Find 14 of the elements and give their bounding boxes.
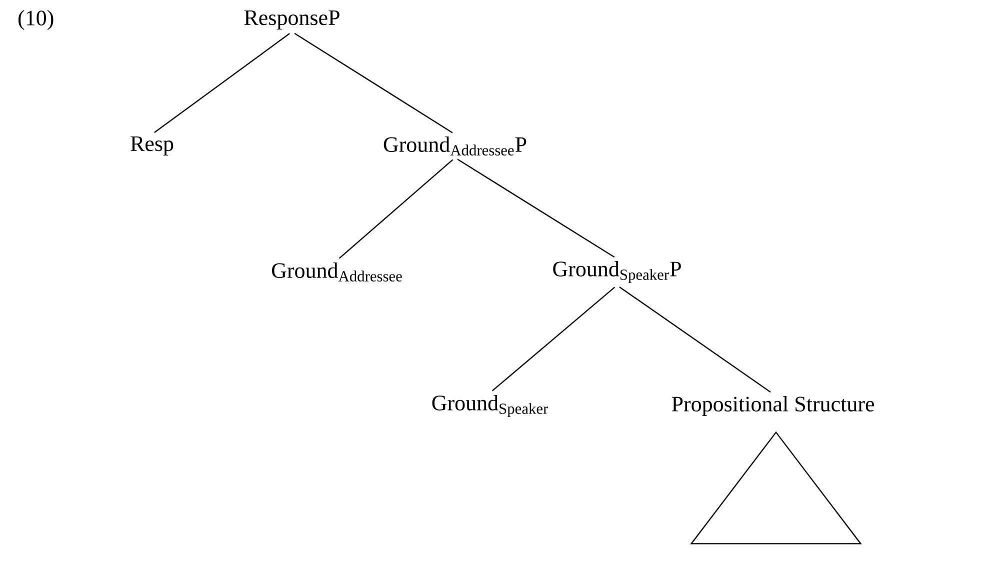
tree-branch [294,32,453,134]
example-number: (10) [18,10,54,30]
tree-label: ResponseP [244,10,340,30]
tree-branch [619,286,771,393]
tree-label: $\mathrm{Ground}_{\mathrm{Addressee}}\mathrm{P}$ [384,136,526,156]
tree-label: $\mathrm{Ground}_{\mathrm{Speaker}}$ [432,394,548,418]
tree-label: Resp [130,136,174,156]
tree-branch [457,158,615,258]
tree-label: $\mathrm{Ground}_{\mathrm{Speaker}}\mathrm{P}$ [553,260,681,284]
tree-branch [338,159,454,259]
tree-branch [154,33,290,133]
tree-label: $\mathrm{Ground}_{\mathrm{Addressee}}$ [272,262,402,282]
tree-branch [492,286,616,392]
tree-label: Propositional Structure [672,396,874,416]
